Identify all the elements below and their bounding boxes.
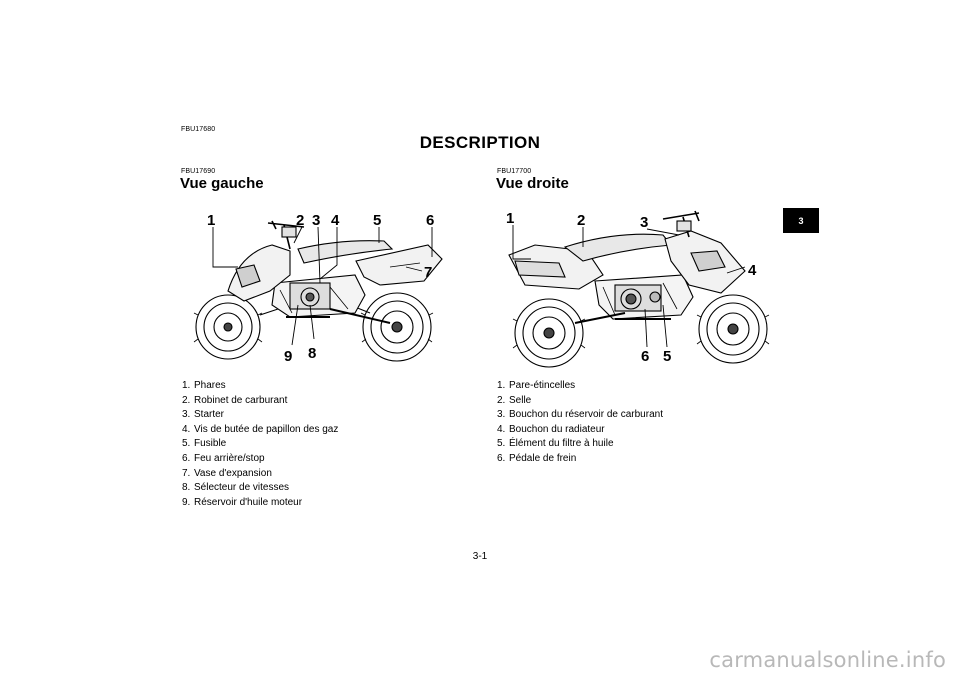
- atv-left-view-illustration: 1 2 3 4 5 6 7 8 9: [193, 212, 443, 365]
- list-item: 9.Réservoir d'huile moteur: [182, 496, 303, 508]
- atv-right-view-illustration: 1 2 3 4 5 6: [506, 210, 770, 368]
- list-item: 5.Élément du filtre à huile: [497, 438, 614, 450]
- callout-left-7: 7: [424, 264, 432, 281]
- callout-left-9: 9: [284, 348, 292, 365]
- right-parts-list: 1.Pare-étincelles 2.Selle 3.Bouchon du r…: [497, 379, 663, 467]
- list-item: 2.Robinet de carburant: [182, 394, 288, 406]
- right-callouts: 1 2 3 4 5 6: [506, 210, 757, 365]
- right-view-code: FBU17700: [497, 168, 532, 175]
- right-callout-lines: [512, 225, 746, 348]
- callout-right-2: 2: [577, 212, 585, 229]
- list-item: 1.Pare-étincelles: [497, 380, 576, 391]
- callout-right-1: 1: [506, 210, 514, 227]
- left-view-code: FBU17690: [181, 168, 216, 175]
- left-callout-lines: [212, 226, 433, 346]
- chapter-tab: 3: [783, 208, 819, 233]
- list-item: 3.Starter: [182, 409, 225, 421]
- list-item: 4.Bouchon du radiateur: [497, 423, 605, 435]
- left-parts-list: 1.Phares 2.Robinet de carburant 3.Starte…: [182, 379, 338, 510]
- right-view-title: Vue droite: [496, 175, 569, 192]
- list-item: 8.Sélecteur de vitesses: [182, 482, 290, 494]
- atv-right-drawing: [508, 210, 770, 368]
- list-item: 1.Phares: [182, 380, 226, 391]
- list-item: 5.Fusible: [182, 438, 227, 450]
- callout-right-6: 6: [641, 348, 649, 365]
- callout-left-1: 1: [207, 212, 215, 229]
- callout-left-5: 5: [373, 212, 381, 229]
- callout-left-8: 8: [308, 345, 316, 362]
- list-item: 7.Vase d'expansion: [182, 467, 272, 479]
- callout-right-3: 3: [640, 214, 648, 231]
- callout-right-5: 5: [663, 348, 671, 365]
- left-view-title: Vue gauche: [180, 175, 264, 192]
- callout-right-4: 4: [748, 262, 757, 279]
- callout-left-6: 6: [426, 212, 434, 229]
- list-item: 6.Feu arrière/stop: [182, 452, 265, 464]
- callout-left-2: 2: [296, 212, 304, 229]
- watermark: carmanualsonline.info: [709, 648, 946, 672]
- list-item: 4.Vis de butée de papillon des gaz: [182, 423, 339, 435]
- section-code: FBU17680: [181, 126, 216, 133]
- page-number: 3-1: [472, 551, 488, 562]
- list-item: 3.Bouchon du réservoir de carburant: [497, 409, 663, 421]
- left-callouts: 1 2 3 4 5 6 7 8 9: [207, 212, 434, 365]
- list-item: 2.Selle: [497, 394, 532, 406]
- page-title: DESCRIPTION: [419, 133, 541, 152]
- callout-left-3: 3: [312, 212, 320, 229]
- callout-left-4: 4: [331, 212, 340, 229]
- list-item: 6.Pédale de frein: [497, 452, 577, 464]
- atv-left-drawing: [193, 220, 443, 362]
